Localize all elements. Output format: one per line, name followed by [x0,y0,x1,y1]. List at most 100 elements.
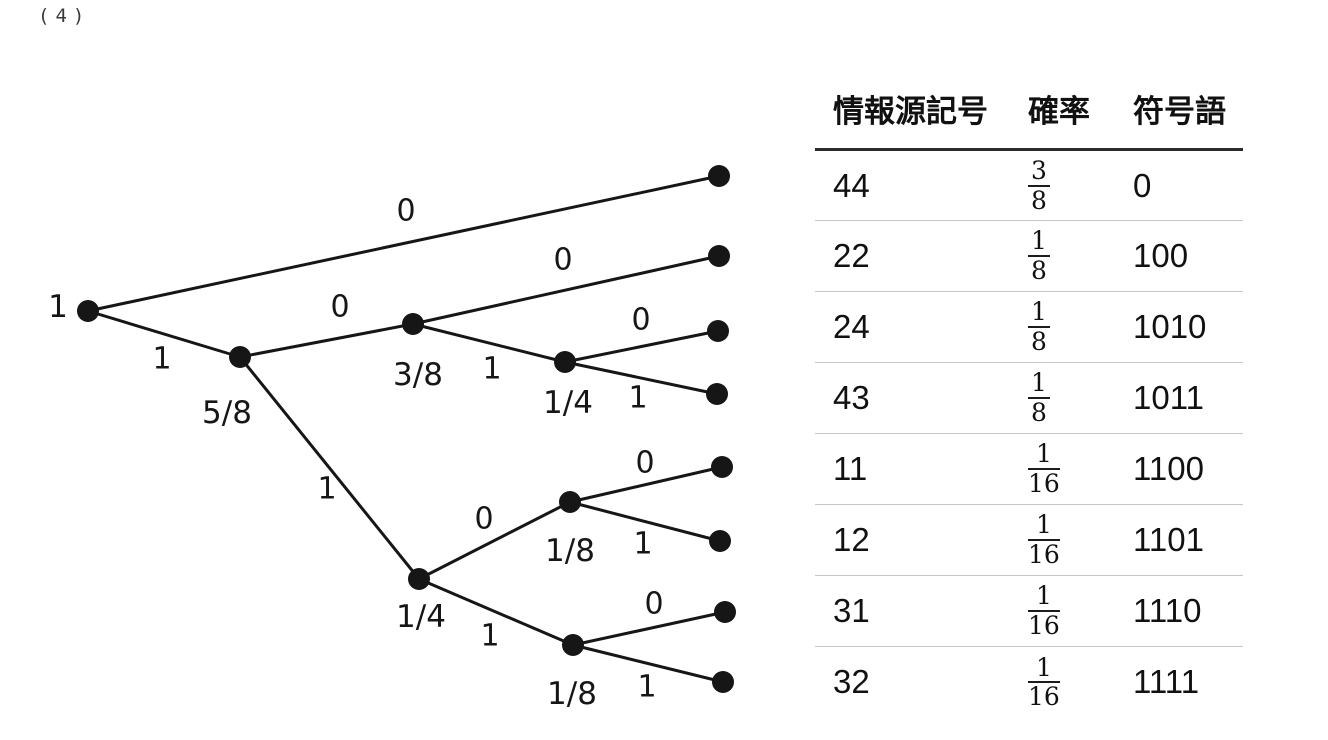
tree-leaf-node [711,456,733,478]
cell-codeword: 1111 [1133,663,1200,701]
tree-edge [568,465,724,504]
tree-edge [417,500,572,581]
tree-internal-node [554,351,576,373]
tree-node-label: 1 [48,289,68,325]
tree-leaf-node [708,245,730,267]
cell-source-symbol: 24 [815,291,1010,363]
tree-node-label: 1/4 [396,599,446,635]
fraction-numerator: 1 [1028,370,1050,399]
tree-edge-label: 0 [330,290,349,325]
tree-edge [571,643,725,684]
tree-edge [86,309,242,359]
fraction-numerator: 1 [1028,228,1050,257]
fraction-denominator: 16 [1028,469,1060,498]
fraction-denominator: 8 [1031,185,1047,215]
tree-internal-node [77,300,99,322]
fraction-denominator: 16 [1028,540,1060,569]
tree-edge-label: 1 [633,527,652,562]
cell-source-symbol: 31 [815,575,1010,647]
fraction-numerator: 1 [1028,583,1060,612]
tree-internal-node [408,568,430,590]
tree-leaf-node [708,165,730,187]
tree-leaf-node [707,320,729,342]
tree-edge [417,577,575,647]
tree-edge-label: 1 [628,381,647,416]
tree-internal-node [559,491,581,513]
tree-edge [568,500,722,543]
table-header-row: 情報源記号 確率 符号語 [815,80,1243,151]
tree-edge-label: 0 [635,446,654,481]
fraction-numerator: 3 [1028,158,1050,187]
cell-source-symbol: 43 [815,362,1010,434]
tree-edge [86,174,721,313]
cell-codeword: 0 [1115,149,1243,221]
tree-edge-label: 0 [474,502,493,537]
cell-codeword: 100 [1115,220,1243,292]
cell-codeword: 1100 [1115,433,1243,505]
tree-edge-label: 1 [482,352,501,387]
cell-codeword: 1011 [1115,362,1243,434]
tree-node-label: 1/4 [543,385,593,421]
cell-source-symbol: 22 [815,220,1010,292]
tree-internal-node [402,313,424,335]
page-label: (4) [38,5,91,27]
cell-codeword: 1101 [1115,504,1243,576]
fraction-denominator: 16 [1028,611,1060,640]
tree-internal-node [229,346,251,368]
fraction-denominator: 16 [1028,682,1060,712]
cell-codeword: 1110 [1115,575,1243,647]
tree-edge [411,322,567,364]
tree-node-label: 1/8 [545,533,595,569]
tree-edge-label: 1 [637,670,656,705]
cell-source-symbol: 12 [815,504,1010,576]
tree-edge-label: 1 [317,472,336,507]
tree-node-label: 5/8 [202,395,252,431]
tree-edge-label: 0 [631,303,650,338]
tree-leaf-node [709,530,731,552]
tree-leaf-node [706,383,728,405]
tree-edge-label: 1 [480,619,499,654]
header-codeword: 符号語 [1115,80,1243,151]
tree-node-label: 1/8 [547,676,597,712]
tree-edge [563,329,720,364]
tree-node-label: 3/8 [393,357,443,393]
tree-edge-label: 0 [644,587,663,622]
fraction-denominator: 8 [1031,256,1047,285]
fraction-denominator: 8 [1031,327,1047,356]
header-probability: 確率 [1010,80,1115,151]
tree-leaf-node [712,671,734,693]
fraction-numerator: 1 [1028,441,1060,470]
fraction-denominator: 8 [1031,398,1047,427]
tree-leaf-node [714,601,736,623]
tree-edge-label: 0 [396,194,415,229]
tree-internal-node [562,634,584,656]
cell-codeword: 1010 [1115,291,1243,363]
tree-edge [563,360,719,396]
cell-source-symbol: 32 [833,663,870,701]
tree-edge [238,322,415,359]
